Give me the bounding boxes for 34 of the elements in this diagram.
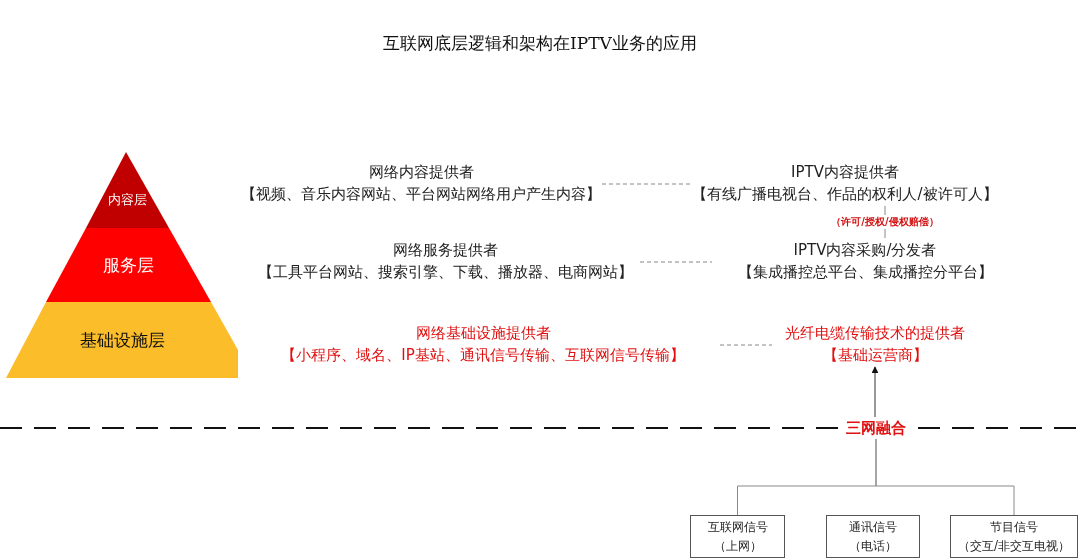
provider-name: 网络基础设施提供者 [415, 323, 551, 344]
provider-examples: 【有线广播电视台、作品的权利人/被许可人】 [692, 184, 998, 205]
pyramid-layer [46, 228, 211, 302]
provider-examples: 【工具平台网站、搜索引擎、下载、播放器、电商网站】 [257, 262, 633, 283]
arrow [871, 366, 879, 418]
provider-examples: 【集成播控总平台、集成播控分平台】 [737, 262, 993, 283]
layer-label: 基础设施层 [79, 329, 165, 351]
connector-line [639, 261, 713, 263]
signal-note: （交互/非交互电视） [957, 537, 1070, 555]
hub-text: 三网融合 [846, 418, 906, 439]
provider-name: IPTV内容采购/分发者 [793, 240, 937, 261]
layer-label: 服务层 [103, 254, 154, 276]
provider-name: 光纤电缆传输技术的提供者 [785, 323, 965, 344]
signal-box [826, 515, 920, 558]
layer-label: 内容层 [108, 191, 147, 209]
provider-examples: 【视频、音乐内容网站、平台网站网络用户产生内容】 [241, 184, 601, 205]
connector-line [875, 438, 1015, 516]
signal-name: 节目信号 [990, 518, 1038, 536]
connector-line [601, 183, 693, 185]
provider-name: IPTV内容提供者 [791, 162, 899, 183]
provider-name: 网络服务提供者 [392, 240, 498, 261]
signal-box [690, 515, 785, 558]
provider-examples: 【基础运营商】 [822, 345, 928, 366]
signal-note: （上网） [713, 537, 762, 555]
signal-note: （电话） [849, 537, 897, 555]
signal-name: 通讯信号 [849, 518, 897, 536]
pyramid-layer [86, 152, 169, 228]
diagram-title: 互联网底层逻辑和架构在IPTV业务的应用 [382, 32, 698, 55]
signal-name: 互联网信号 [707, 518, 768, 536]
pyramid-layer [6, 302, 238, 378]
signal-box [950, 515, 1078, 558]
provider-name: 网络内容提供者 [368, 162, 474, 183]
provider-examples: 【小程序、域名、IP基站、通讯信号传输、互联网信号传输】 [281, 345, 685, 366]
connector-line [719, 344, 773, 346]
